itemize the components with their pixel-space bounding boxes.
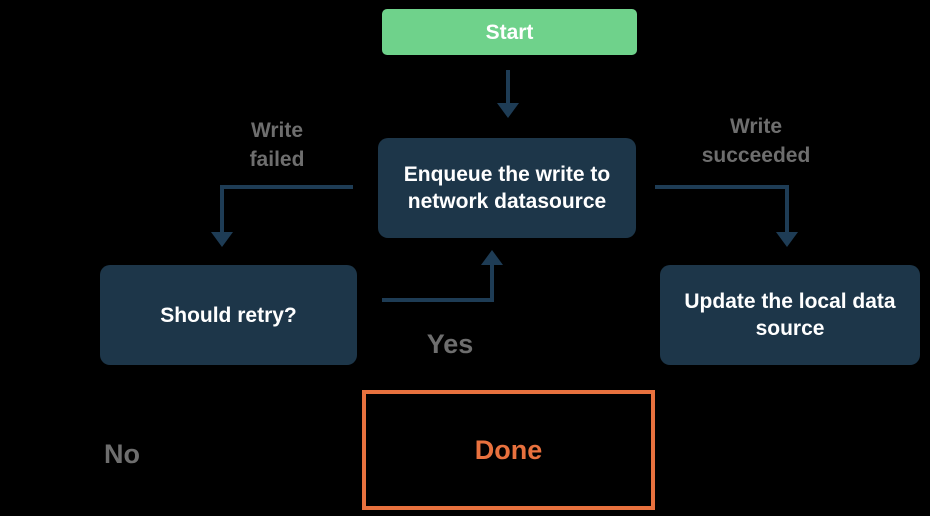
edge-yes-line-vertical <box>490 264 494 302</box>
edge-write-failed-line-vertical <box>220 185 224 233</box>
edge-label-yes: Yes <box>426 329 474 359</box>
node-start-label: Start <box>485 20 534 44</box>
edge-write-failed-line-horizontal <box>220 185 353 189</box>
edge-label-no: No <box>104 439 140 469</box>
arrowhead-up-icon <box>481 250 503 265</box>
edge-yes-line-horizontal <box>382 298 494 302</box>
node-update-local-source: Update the local data source <box>660 265 920 365</box>
edge-write-succeeded-line-vertical <box>785 185 789 233</box>
node-should-retry-label: Should retry? <box>160 303 297 327</box>
node-update-local-source-label: Update the local data source <box>684 290 896 340</box>
node-enqueue-write-label: Enqueue the write to network datasource <box>403 163 611 213</box>
arrowhead-down-icon <box>497 103 519 118</box>
node-start: Start <box>382 9 637 55</box>
node-done-label: Done <box>474 434 543 465</box>
node-should-retry: Should retry? <box>100 265 357 365</box>
arrowhead-down-icon <box>776 232 798 247</box>
node-enqueue-write: Enqueue the write to network datasource <box>378 138 636 238</box>
edge-start-to-enqueue-line <box>506 70 510 104</box>
arrowhead-down-icon <box>211 232 233 247</box>
edge-label-write-succeeded: Write succeeded <box>701 115 811 167</box>
node-done: Done <box>362 390 655 510</box>
edge-label-write-failed: Write failed <box>249 119 305 171</box>
edge-write-succeeded-line-horizontal <box>655 185 789 189</box>
